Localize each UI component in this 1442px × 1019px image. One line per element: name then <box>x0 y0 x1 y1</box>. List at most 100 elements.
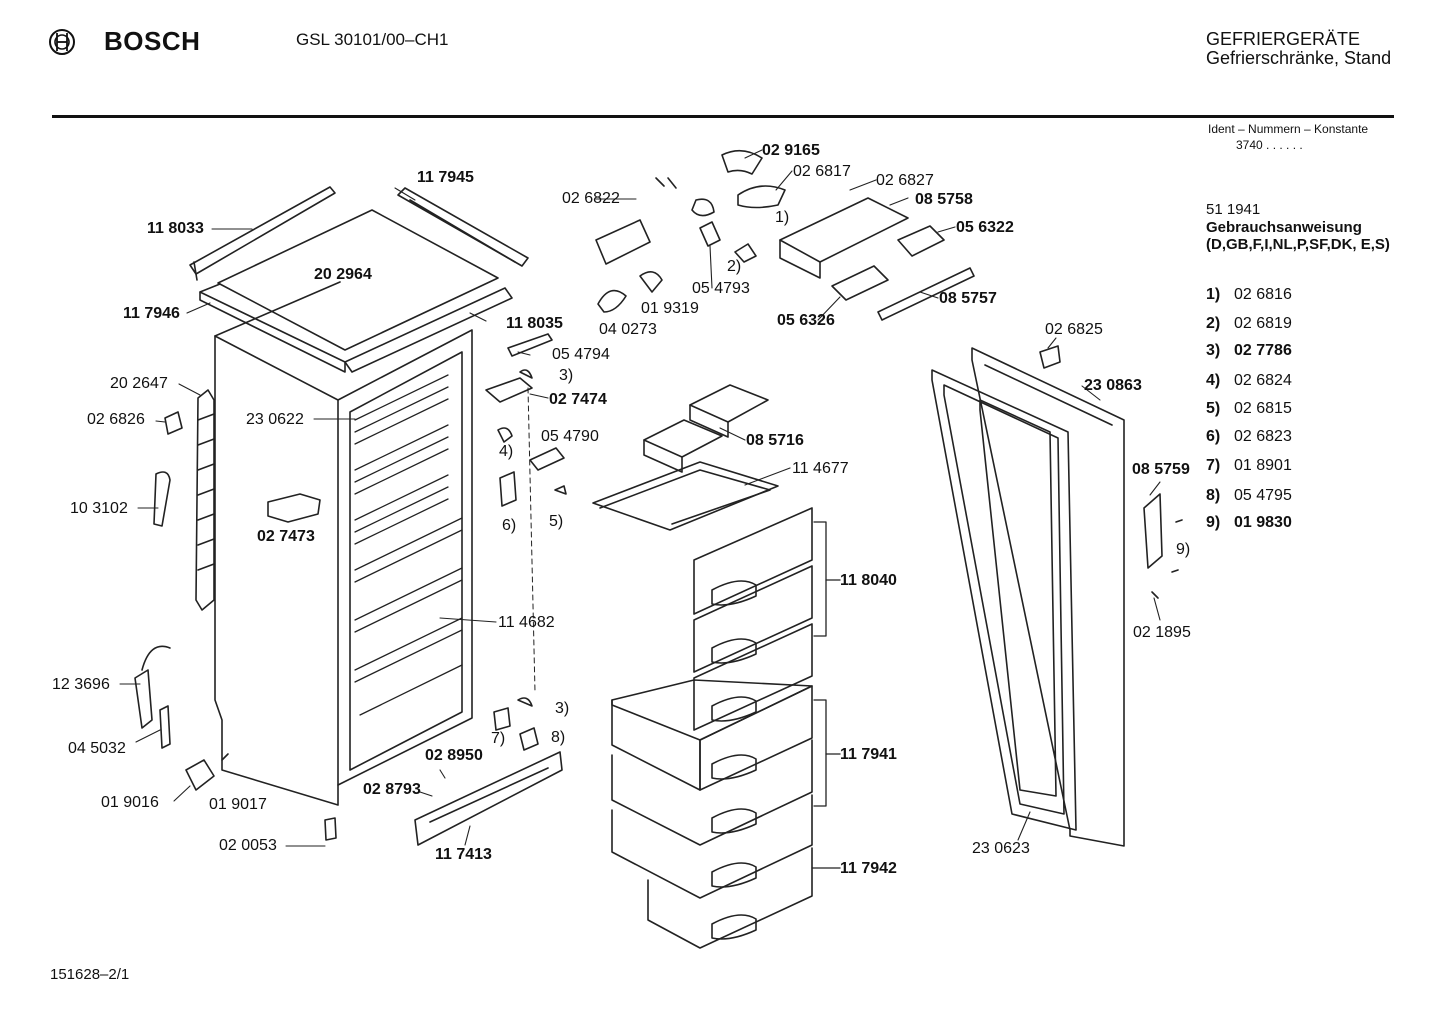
part-label: 02 1895 <box>1133 624 1191 641</box>
part-label: 11 4677 <box>792 460 849 477</box>
part-label: 04 0273 <box>599 321 657 338</box>
key-part: 02 6816 <box>1234 286 1292 303</box>
control-components <box>595 149 975 321</box>
key-row: 7) 01 8901 <box>1206 457 1292 475</box>
model-number: GSL 30101/00–CH1 <box>296 30 449 49</box>
part-label: 20 2964 <box>314 266 372 283</box>
part-label: 02 8793 <box>363 781 421 798</box>
part-label: 02 7473 <box>257 528 315 545</box>
part-label: 1) <box>775 209 790 226</box>
part-label: 6) <box>502 517 517 534</box>
cold-packs <box>643 384 769 473</box>
key-row: 4) 02 6824 <box>1206 372 1292 390</box>
key-part: 01 8901 <box>1234 457 1292 474</box>
part-label: 23 0863 <box>1084 377 1142 394</box>
part-label: 11 7941 <box>840 746 897 763</box>
part-label: 11 7946 <box>123 305 180 322</box>
part-label: 23 0622 <box>246 411 304 428</box>
part-label: 08 5759 <box>1132 461 1190 478</box>
key-part: 01 9830 <box>1234 514 1292 531</box>
key-row: 3)02 7786 <box>1206 342 1292 360</box>
part-label: 02 6827 <box>876 172 934 189</box>
top-rail-right <box>397 187 529 267</box>
key-row: 8) 05 4795 <box>1206 487 1292 505</box>
part-label: 05 4793 <box>692 280 750 297</box>
category-title: GEFRIERGERÄTE <box>1206 29 1361 49</box>
key-ref: 3) <box>1206 342 1221 359</box>
part-label: 9) <box>1176 541 1191 558</box>
part-label: 02 0053 <box>219 837 277 854</box>
key-ref: 7) <box>1206 457 1221 474</box>
drawing-number: 151628–2/1 <box>50 966 130 983</box>
part-label: 02 8950 <box>425 747 483 764</box>
part-label: 01 9319 <box>641 300 699 317</box>
top-cover-panel <box>199 209 513 373</box>
key-row: 5) 02 6815 <box>1206 400 1292 418</box>
part-label: 23 0623 <box>972 840 1030 857</box>
manual-title: Gebrauchsanweisung (D,GB,F,I,NL,P,SF,DK,… <box>1206 219 1390 253</box>
key-row: 2) 02 6819 <box>1206 315 1292 333</box>
cabinet-body <box>214 281 473 806</box>
manual-part-number: 51 1941 <box>1206 201 1261 218</box>
ident-constant: 3740 . . . . . . <box>1236 138 1303 152</box>
part-label: 02 6826 <box>87 411 145 428</box>
part-label: 11 8035 <box>506 315 563 332</box>
part-label: 02 6822 <box>562 190 620 207</box>
key-ref: 8) <box>1206 487 1221 504</box>
part-label: 11 7413 <box>435 846 492 863</box>
top-rail-left <box>189 186 336 281</box>
part-label: 7) <box>491 730 506 747</box>
ident-heading: Ident – Nummern – Konstante <box>1208 122 1369 136</box>
key-part: 02 6815 <box>1234 400 1292 417</box>
part-label: 11 8040 <box>840 572 897 589</box>
part-label: 05 6326 <box>777 312 835 329</box>
key-ref: 1) <box>1206 286 1221 303</box>
part-label: 04 5032 <box>68 740 126 757</box>
wire-shelves <box>354 374 463 716</box>
part-label: 02 6825 <box>1045 321 1103 338</box>
key-ref: 9) <box>1206 514 1221 531</box>
part-label: 02 9165 <box>762 142 820 159</box>
part-label: 11 8033 <box>147 220 204 237</box>
part-label: 3) <box>559 367 574 384</box>
leader-lines <box>119 149 1161 847</box>
key-row: 6) 02 6823 <box>1206 428 1292 446</box>
part-label: 02 7474 <box>549 391 607 408</box>
key-part: 05 4795 <box>1234 487 1292 504</box>
glass-shelf <box>592 461 779 531</box>
key-ref: 2) <box>1206 315 1221 332</box>
part-label: 08 5758 <box>915 191 973 208</box>
left-small-parts <box>134 411 337 841</box>
part-label: 5) <box>549 513 564 530</box>
condenser-coil <box>195 389 215 611</box>
category-subtitle: Gefrierschränke, Stand <box>1206 48 1392 68</box>
key-part: 02 6823 <box>1234 428 1292 445</box>
key-part: 02 6819 <box>1234 315 1292 332</box>
part-label: 2) <box>727 258 742 275</box>
key-ref: 4) <box>1206 372 1221 389</box>
door-handle <box>1143 493 1183 599</box>
part-label: 01 9017 <box>209 796 267 813</box>
part-label: 8) <box>551 729 566 746</box>
key-part: 02 6824 <box>1234 372 1292 389</box>
part-label: 02 6817 <box>793 163 851 180</box>
freezer-drawers <box>611 507 813 949</box>
brand-name: BOSCH <box>104 26 201 56</box>
part-label: 05 4794 <box>552 346 610 363</box>
part-label: 10 3102 <box>70 500 128 517</box>
part-label: 11 7945 <box>417 169 474 186</box>
key-ref: 6) <box>1206 428 1221 445</box>
base-grille <box>414 751 563 846</box>
interior-small-parts <box>485 333 567 751</box>
drawer-brackets <box>811 521 841 869</box>
part-label: 05 4790 <box>541 428 599 445</box>
part-label: 01 9016 <box>101 794 159 811</box>
key-ref: 5) <box>1206 400 1221 417</box>
part-label: 11 4682 <box>498 614 555 631</box>
part-label: 3) <box>555 700 570 717</box>
header-divider <box>52 115 1394 118</box>
part-label: 11 7942 <box>840 860 897 877</box>
part-label: 20 2647 <box>110 375 168 392</box>
bosch-armature-icon <box>48 28 76 61</box>
